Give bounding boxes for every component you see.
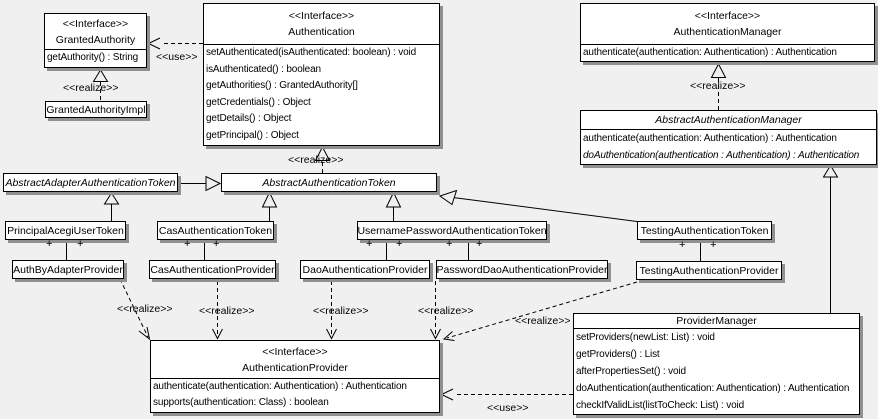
association-end-plus: + (46, 238, 53, 250)
class-name: AbstractAuthenticationToken (262, 176, 396, 189)
class-method: getDetails() : Object (206, 113, 292, 125)
class-stereotype: <<Interface>> (62, 17, 129, 30)
class-abstract-authentication-manager[interactable]: AbstractAuthenticationManager authentica… (580, 110, 877, 165)
class-method: checkIfValidList(listToCheck: List) : vo… (576, 400, 745, 411)
class-name: AuthenticationProvider (242, 361, 348, 374)
class-name: CasAuthenticationProvider (150, 263, 275, 276)
class-principal-acegi-user-token[interactable]: PrincipalAcegiUserToken (5, 221, 126, 240)
class-name: Authentication (288, 26, 355, 38)
class-stereotype: <<Interface>> (288, 10, 355, 22)
realize-label-authenticationmanager: <<realize>> (690, 80, 746, 92)
class-name: TestingAuthenticationProvider (639, 264, 779, 277)
triangle-up (385, 191, 402, 208)
class-authentication[interactable]: <<Interface>> Authentication setAuthenti… (203, 3, 440, 146)
class-method: getCredentials() : Object (206, 96, 311, 108)
class-method: setAuthenticated(isAuthenticated: boolea… (206, 47, 417, 58)
association-end-plus: + (184, 238, 191, 250)
generalization-testing-shaft (452, 197, 638, 222)
association-end-plus: + (77, 238, 84, 250)
class-testing-authentication-provider[interactable]: TestingAuthenticationProvider (636, 261, 782, 280)
association-end-plus: + (679, 239, 686, 251)
triangle-realize-authenticationmanager (710, 62, 727, 78)
class-name: ProviderManager (676, 315, 757, 327)
class-method: authenticate(authentication: Authenticat… (153, 381, 407, 392)
class-authentication-manager[interactable]: <<Interface>> AuthenticationManager auth… (580, 3, 875, 62)
realize-testingprovider-shaft (446, 281, 638, 339)
class-cas-authentication-provider[interactable]: CasAuthenticationProvider (149, 260, 276, 279)
class-name: CasAuthenticationToken (158, 224, 273, 237)
class-stereotype: <<Interface>> (694, 10, 761, 22)
use-label-authenticationprovider: <<use>> (487, 402, 529, 414)
class-method: getAuthorities() : GrantedAuthority[] (206, 80, 358, 92)
class-name: GrantedAuthorityImpl (46, 103, 146, 116)
realize-label-cas: <<realize>> (199, 305, 255, 317)
class-method: getPrincipal() : Object (206, 129, 299, 141)
class-name: DaoAuthenticationProvider (302, 263, 428, 276)
class-method: afterPropertiesSet() : void (576, 366, 686, 377)
triangle-providermanager (822, 164, 839, 178)
class-name: GrantedAuthority (55, 33, 136, 46)
class-method: doAuthentication(authentication: Authent… (576, 383, 850, 394)
class-method: getProviders() : List (576, 349, 660, 360)
use-arrowhead-grantedauthority (147, 37, 161, 50)
class-granted-authority-impl[interactable]: GrantedAuthorityImpl (45, 101, 147, 118)
class-name: AuthenticationManager (673, 26, 782, 38)
association-end-plus: + (446, 238, 453, 250)
class-authentication-provider[interactable]: <<Interface>> AuthenticationProvider aut… (150, 340, 440, 413)
class-method: authenticate(authentication: Authenticat… (583, 133, 837, 144)
class-password-dao-authentication-provider[interactable]: PasswordDaoAuthenticationProvider (436, 260, 608, 279)
realize-arrowhead-cas (212, 328, 223, 340)
realize-arrowhead-passworddao (430, 328, 441, 340)
realize-arrowhead-dao (326, 328, 337, 340)
association-end-plus: + (213, 238, 220, 250)
class-method: authenticate(authentication: Authenticat… (583, 47, 837, 58)
association-end-plus: + (710, 239, 717, 251)
class-name: PasswordDaoAuthenticationProvider (436, 263, 608, 276)
realize-authby-shaft (119, 278, 149, 338)
realize-label-authentication: <<realize>> (288, 154, 344, 166)
class-name: AbstractAdapterAuthenticationToken (5, 176, 176, 189)
class-abstract-authentication-token[interactable]: AbstractAuthenticationToken (221, 173, 437, 192)
class-method: getAuthority() : String (47, 52, 139, 63)
class-username-password-authentication-token[interactable]: UsernamePasswordAuthenticationToken (357, 221, 547, 240)
triangle-realize-grantedauthority (92, 69, 109, 82)
class-method-abstract: doAuthentication(authentication : Authen… (583, 150, 860, 161)
class-method: isAuthenticated() : boolean (206, 63, 321, 75)
realize-label-authby: <<realize>> (117, 303, 173, 315)
class-method: supports(authentication: Class) : boolea… (153, 397, 329, 408)
class-name: AuthByAdapterProvider (13, 263, 123, 276)
class-testing-authentication-token[interactable]: TestingAuthenticationToken (637, 221, 772, 240)
class-name: TestingAuthenticationToken (640, 224, 769, 237)
class-granted-authority[interactable]: <<Interface>> GrantedAuthority getAuthor… (44, 13, 147, 68)
triangle-adapter (205, 175, 222, 192)
class-name: PrincipalAcegiUserToken (7, 224, 124, 237)
class-stereotype: <<Interface>> (262, 345, 328, 358)
association-end-plus: + (366, 238, 373, 250)
triangle-realize-authentication (314, 145, 331, 161)
realize-label-dao: <<realize>> (313, 305, 369, 317)
triangle-testing (438, 189, 458, 206)
class-name: AbstractAuthenticationManager (655, 114, 802, 126)
realize-arrowhead-testingprovider (442, 331, 455, 341)
class-provider-manager[interactable]: ProviderManager setProviders(newList: Li… (573, 313, 860, 415)
realize-label-testing: <<realize>> (515, 315, 571, 327)
class-name: UsernamePasswordAuthenticationToken (357, 224, 547, 237)
class-dao-authentication-provider[interactable]: DaoAuthenticationProvider (300, 260, 430, 279)
use-label-grantedauthority: <<use>> (156, 51, 198, 63)
association-end-plus: + (396, 238, 403, 250)
triangle-principal (103, 192, 120, 205)
class-auth-by-adapter-provider[interactable]: AuthByAdapterProvider (12, 260, 124, 279)
realize-label-passworddao: <<realize>> (418, 305, 474, 317)
realize-label-grantedauthority: <<realize>> (63, 82, 119, 94)
class-abstract-adapter-authentication-token[interactable]: AbstractAdapterAuthenticationToken (3, 173, 178, 192)
class-method: setProviders(newList: List) : void (576, 332, 715, 343)
use-arrowhead-authenticationprovider (440, 388, 454, 401)
class-cas-authentication-token[interactable]: CasAuthenticationToken (157, 221, 274, 240)
triangle-cas (261, 191, 278, 208)
realize-arrowhead-authby (138, 326, 151, 341)
association-end-plus: + (476, 238, 483, 250)
